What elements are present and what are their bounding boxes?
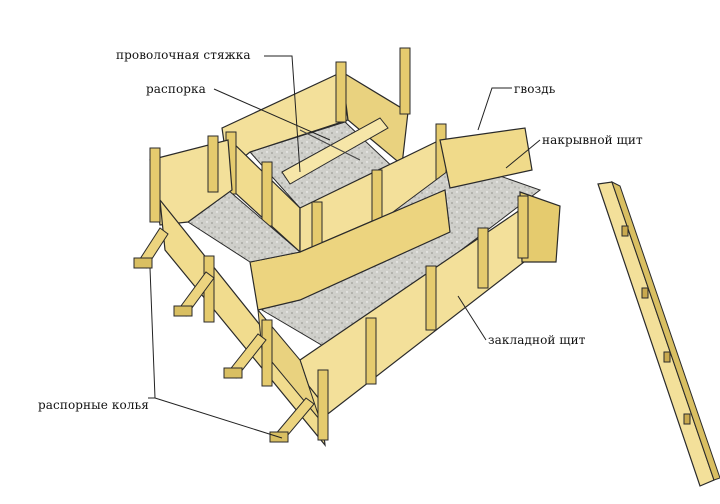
leader-lines: [148, 55, 541, 439]
stake-foot: [133, 257, 153, 269]
label-nail: гвоздь: [514, 82, 556, 96]
leader-spacer-stakes: [148, 267, 156, 399]
loose-board-edge: [611, 181, 720, 481]
post: [477, 227, 489, 289]
label-strut: распорка: [146, 82, 206, 96]
leader-strut: [213, 88, 331, 141]
label-spacer-stakes: распорные колья: [38, 398, 149, 412]
post: [425, 265, 437, 331]
leader-cover-panel: [505, 139, 541, 169]
loose-board: [597, 181, 720, 487]
post: [261, 161, 273, 227]
label-cover-panel: накрывной щит: [542, 133, 643, 147]
post: [335, 61, 347, 123]
strut-beam: [281, 117, 389, 185]
stake-foot: [223, 367, 243, 379]
post: [261, 319, 273, 387]
post: [149, 147, 161, 223]
post: [317, 369, 329, 441]
lower-tier: [149, 135, 329, 447]
post: [207, 135, 219, 193]
post: [517, 195, 529, 259]
post: [399, 47, 411, 115]
leader-spacer-stakes-2: [154, 397, 283, 439]
leader-wire-tie: [264, 55, 301, 173]
leader-nail: [477, 87, 512, 131]
stake-foot: [173, 305, 193, 317]
label-embedded-panel: закладной щит: [488, 333, 586, 347]
middle-tier: [249, 127, 561, 421]
leader-embedded-panel: [457, 295, 487, 341]
loose-board-face: [597, 181, 715, 487]
cover-panel-wall: [439, 127, 533, 189]
label-wire-tie: проволочная стяжка: [116, 48, 251, 62]
post: [365, 317, 377, 385]
